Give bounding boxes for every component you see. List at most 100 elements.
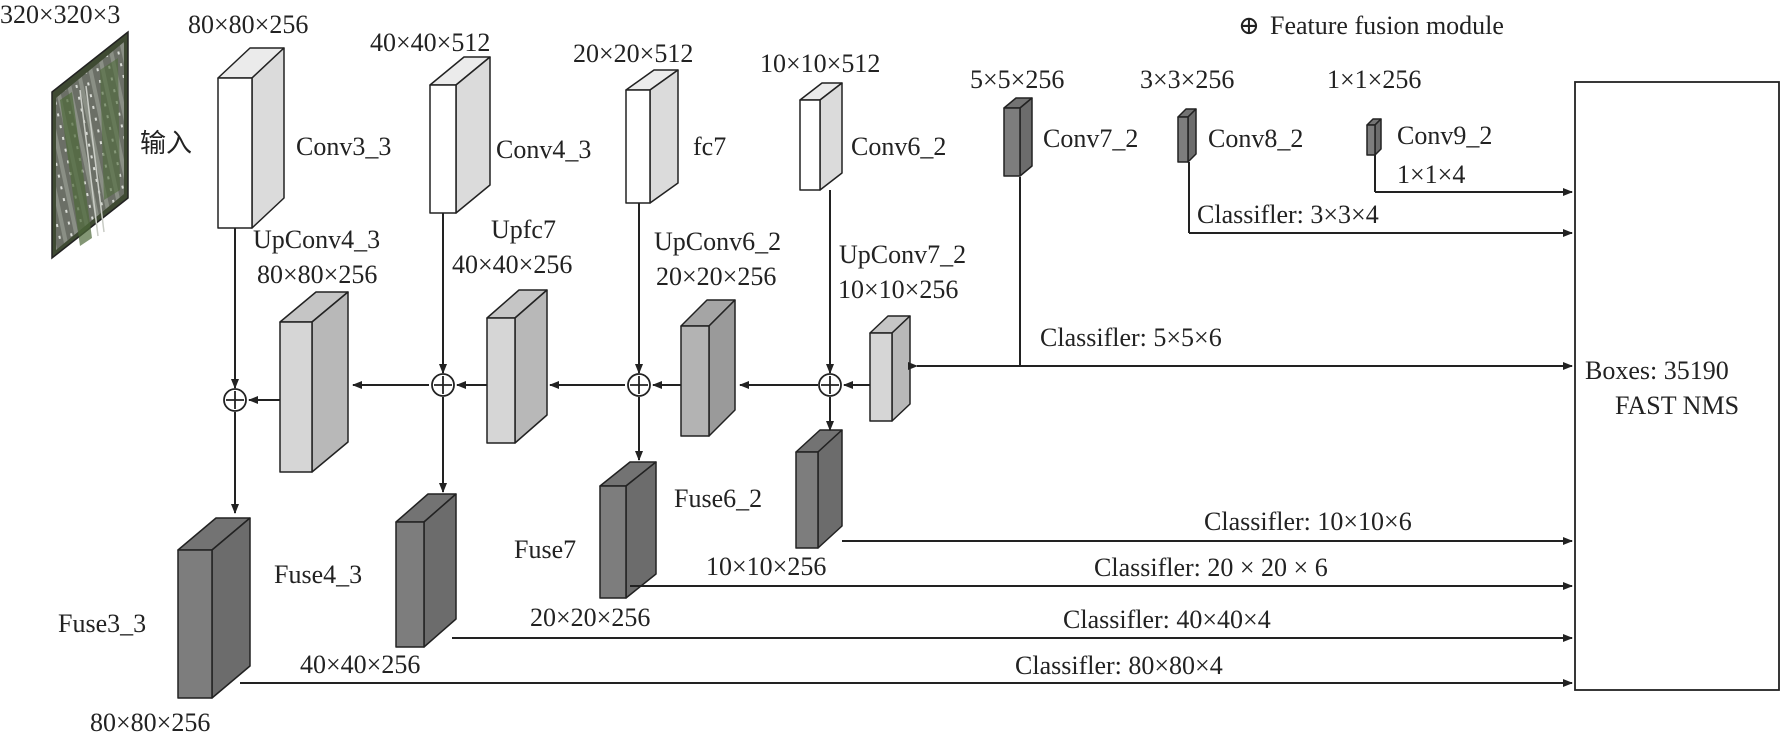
conv8_2-size: 3×3×256	[1140, 65, 1234, 94]
output-box	[1574, 81, 1780, 691]
upfc7-block-side	[514, 289, 548, 444]
upconv7_2-block-side	[891, 315, 911, 422]
upconv7_2-block-front	[869, 332, 893, 422]
classifier-c9-label: 1×1×4	[1397, 160, 1465, 189]
fuse4_3-label: Fuse4_3	[274, 560, 362, 589]
conv7_2-block	[1003, 97, 1033, 177]
fuse7-size: 20×20×256	[530, 603, 650, 632]
conv7_2-block-side	[1019, 97, 1033, 177]
output-nms-label: FAST NMS	[1615, 391, 1739, 420]
classifier-c40-label: Classifler: 40×40×4	[1063, 605, 1271, 634]
upconv7_2-block	[869, 315, 911, 422]
conv3_3-block-side	[251, 47, 285, 229]
conv4_3-block-side	[455, 56, 491, 214]
upconv7_2-size: 10×10×256	[838, 275, 958, 304]
fc7-label: fc7	[693, 132, 726, 161]
fuse3_3-block-front	[177, 549, 213, 699]
fuse3_3-block	[177, 517, 251, 699]
input-image	[51, 30, 129, 260]
fuse6_2-label: Fuse6_2	[674, 484, 762, 513]
fuse4_3-block	[395, 493, 457, 648]
conv8_2-block-side	[1187, 108, 1197, 163]
fuse4_3-block-front	[395, 521, 425, 648]
classifier-c8-label: Classifler: 3×3×4	[1197, 200, 1379, 229]
fusion-node-icon	[818, 373, 842, 397]
fuse6_2-block	[795, 429, 843, 549]
conv8_2-block	[1177, 108, 1197, 163]
conv9_2-block-side	[1374, 118, 1382, 156]
fc7-block-side	[649, 69, 679, 204]
conv6_2-label: Conv6_2	[851, 132, 946, 161]
upfc7-block-front	[486, 317, 516, 444]
upfc7-label: Upfc7	[491, 215, 556, 244]
upfc7-block	[486, 289, 548, 444]
blocks-layer	[177, 47, 1382, 699]
fusion-symbol-icon: ⊕	[1238, 11, 1260, 40]
fuse7-block-side	[625, 461, 657, 599]
conv9_2-block-front	[1366, 124, 1376, 156]
fuse4_3-size: 40×40×256	[300, 650, 420, 679]
fc7-block	[625, 69, 679, 204]
legend: ⊕ Feature fusion module	[1238, 11, 1504, 40]
conv7_2-size: 5×5×256	[970, 65, 1064, 94]
upconv7_2-label: UpConv7_2	[839, 240, 966, 269]
fc7-size: 20×20×512	[573, 39, 693, 68]
upconv4_3-block-side	[311, 291, 349, 473]
fuse3_3-block-side	[211, 517, 251, 699]
upconv4_3-size: 80×80×256	[257, 260, 377, 289]
input-label: 输入	[140, 129, 192, 158]
fuse-labels: Fuse3_3 80×80×256 Fuse4_3 40×40×256 Fuse…	[58, 484, 826, 734]
conv3_3-label: Conv3_3	[296, 132, 391, 161]
conv7_2-label: Conv7_2	[1043, 124, 1138, 153]
upconv6_2-label: UpConv6_2	[654, 227, 781, 256]
upconv6_2-size: 20×20×256	[656, 262, 776, 291]
input-size-label: 320×320×3	[0, 0, 120, 29]
fusion-node-icon	[627, 373, 651, 397]
fusion-node-icon	[431, 373, 455, 397]
fusion-nodes	[223, 373, 842, 412]
upfc7-size: 40×40×256	[452, 250, 572, 279]
classifier-c80-label: Classifler: 80×80×4	[1015, 651, 1223, 680]
conv3_3-size: 80×80×256	[188, 10, 308, 39]
conv4_3-label: Conv4_3	[496, 135, 591, 164]
conv4_3-block-front	[429, 84, 457, 214]
legend-text: Feature fusion module	[1270, 11, 1504, 40]
upconv4_3-block	[279, 291, 349, 473]
conv8_2-label: Conv8_2	[1208, 124, 1303, 153]
upconv6_2-block	[680, 299, 736, 437]
upconv4_3-block-front	[279, 321, 313, 473]
fuse7-label: Fuse7	[514, 535, 576, 564]
upconv4_3-label: UpConv4_3	[253, 225, 380, 254]
classifier-c20-label: Classifler: 20 × 20 × 6	[1094, 553, 1328, 582]
fusion-node-icon	[223, 388, 247, 412]
conv6_2-block-side	[819, 82, 843, 191]
classifier-c7-label: Classifler: 5×5×6	[1040, 323, 1222, 352]
fuse7-block	[599, 461, 657, 599]
conv8_2-block-front	[1177, 116, 1189, 163]
backbone-labels: 80×80×256 Conv3_3 40×40×512 Conv4_3 20×2…	[188, 10, 1492, 164]
fuse6_2-size: 10×10×256	[706, 552, 826, 581]
conv6_2-size: 10×10×512	[760, 49, 880, 78]
output-boxes-label: Boxes: 35190	[1585, 356, 1729, 385]
conv3_3-block-front	[217, 77, 253, 229]
fuse6_2-block-side	[817, 429, 843, 549]
conv4_3-size: 40×40×512	[370, 28, 490, 57]
classifier-c6-label: Classifler: 10×10×6	[1204, 507, 1412, 536]
conv4_3-block	[429, 56, 491, 214]
upconv6_2-block-front	[680, 325, 710, 437]
conv7_2-block-front	[1003, 107, 1021, 177]
fuse3_3-size: 80×80×256	[90, 708, 210, 734]
conv9_2-block	[1366, 118, 1382, 156]
conv3_3-block	[217, 47, 285, 229]
connectors	[231, 155, 1573, 687]
fuse3_3-label: Fuse3_3	[58, 609, 146, 638]
fuse6_2-block-front	[795, 451, 819, 549]
conv6_2-block	[799, 82, 843, 191]
conv6_2-block-front	[799, 99, 821, 191]
fuse4_3-block-side	[423, 493, 457, 648]
conv9_2-size: 1×1×256	[1327, 65, 1421, 94]
upconv-labels: UpConv4_3 80×80×256 Upfc7 40×40×256 UpCo…	[253, 215, 966, 304]
fuse7-block-front	[599, 485, 627, 599]
fc7-block-front	[625, 89, 651, 204]
